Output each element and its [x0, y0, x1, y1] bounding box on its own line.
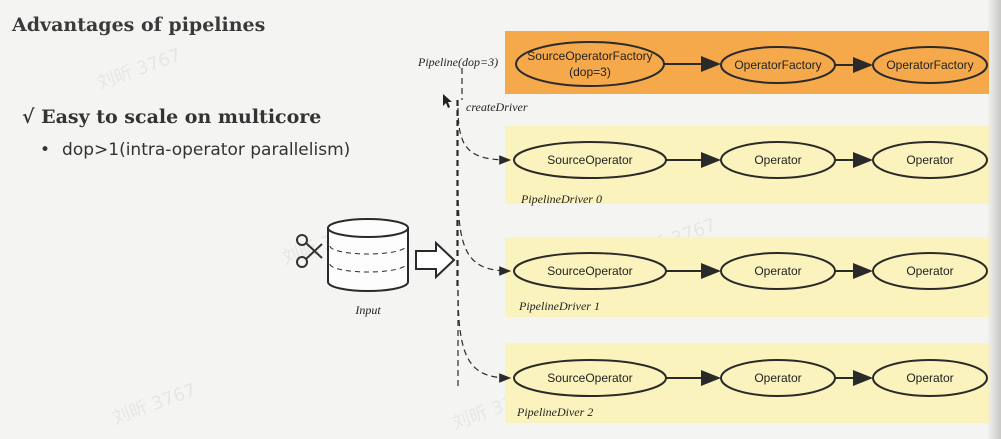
slide-title: Advantages of pipelines	[12, 14, 266, 36]
input-label: Input	[354, 303, 381, 317]
dashed-curve-driver-1	[457, 189, 512, 276]
pipeline-label: Pipeline(dop=3)	[417, 55, 498, 69]
source-operator-factory-dop: (dop=3)	[569, 65, 611, 79]
pipeline-driver-label-2: PipelineDiver 2	[516, 405, 593, 419]
operator-label-2-2: Operator	[906, 371, 953, 385]
window-edge-shadow	[987, 0, 1001, 439]
pipeline-driver-label-0: PipelineDriver 0	[520, 192, 602, 206]
operator-node-2-2	[872, 359, 988, 397]
bullet-sub: • dop>1(intra-operator parallelism)	[40, 140, 350, 160]
dashed-curve-driver-2	[457, 289, 512, 383]
operator-node-0-2	[872, 141, 988, 179]
operator-label-0-2: Operator	[906, 153, 953, 167]
operator-factory-label-1: OperatorFactory	[734, 58, 821, 72]
source-operator-label-0: SourceOperator	[547, 153, 632, 167]
pipeline-driver-label-1: PipelineDriver 1	[518, 299, 600, 313]
bullet-main: √ Easy to scale on multicore	[22, 106, 322, 128]
dashed-curve-driver-0	[457, 107, 512, 165]
source-operator-label-2: SourceOperator	[547, 371, 632, 385]
create-driver-label: createDriver	[466, 100, 528, 114]
operator-label-2-1: Operator	[754, 371, 801, 385]
operator-label-1-2: Operator	[906, 264, 953, 278]
mouse-pointer-icon	[443, 94, 452, 108]
operator-label-1-1: Operator	[754, 264, 801, 278]
operator-label-0-1: Operator	[754, 153, 801, 167]
source-operator-factory-label: SourceOperatorFactory	[527, 49, 652, 63]
operator-factory-label-2: OperatorFactory	[886, 58, 973, 72]
bullet-marker: •	[40, 140, 51, 160]
operator-node-1-2	[872, 252, 988, 290]
dashed-connector	[456, 68, 463, 390]
bullet-sub-text: dop>1(intra-operator parallelism)	[62, 140, 351, 160]
database-icon	[327, 218, 409, 292]
operator-factory-node-2	[872, 46, 988, 84]
hollow-arrow-icon	[415, 240, 456, 280]
source-operator-label-1: SourceOperator	[547, 264, 632, 278]
scissors-icon	[296, 234, 323, 268]
